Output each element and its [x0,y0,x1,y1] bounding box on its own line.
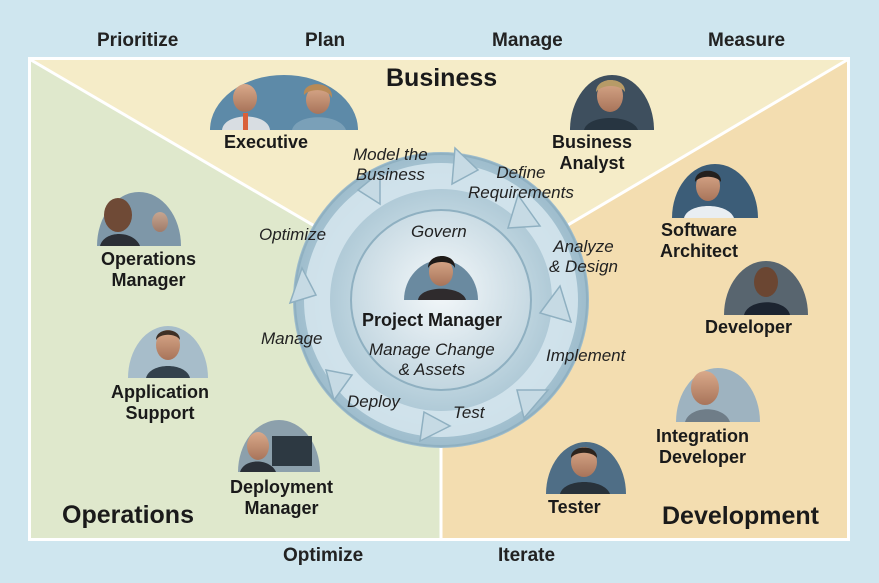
tester-photo [546,442,626,494]
role-developer: Developer [705,317,793,337]
deployment-manager-photo [238,420,320,472]
activity-manage: Manage [261,329,323,348]
zone-title-business: Business [386,64,498,92]
top-label-measure: Measure [708,30,786,51]
activity-optimize: Optimize [259,225,327,244]
zone-title-development: Development [662,502,819,530]
bottom-label-optimize: Optimize [283,545,364,566]
cycle-arrows [288,146,573,443]
integration-developer-photo [676,368,760,422]
activity-analyze-design: Analyze& Design [549,237,618,276]
business-analyst-photo [570,75,654,130]
executive-photo [210,75,358,130]
developer-photo [724,261,808,315]
zone-title-operations: Operations [62,501,194,529]
activity-manage-change: Manage Change& Assets [369,340,495,379]
project-manager-photo [404,256,478,300]
role-tester: Tester [548,497,601,517]
bottom-label-iterate: Iterate [498,545,556,566]
role-executive: Executive [224,132,309,152]
top-label-plan: Plan [305,30,346,51]
activity-deploy: Deploy [347,392,400,411]
application-support-photo [128,326,208,378]
top-label-manage: Manage [492,30,563,51]
top-label-prioritize: Prioritize [97,30,179,51]
operations-manager-photo [97,192,181,246]
activity-test: Test [453,403,485,422]
activity-implement: Implement [546,346,626,365]
activity-govern: Govern [411,222,467,241]
software-architect-photo [672,164,758,218]
role-project-manager: Project Manager [362,310,503,330]
